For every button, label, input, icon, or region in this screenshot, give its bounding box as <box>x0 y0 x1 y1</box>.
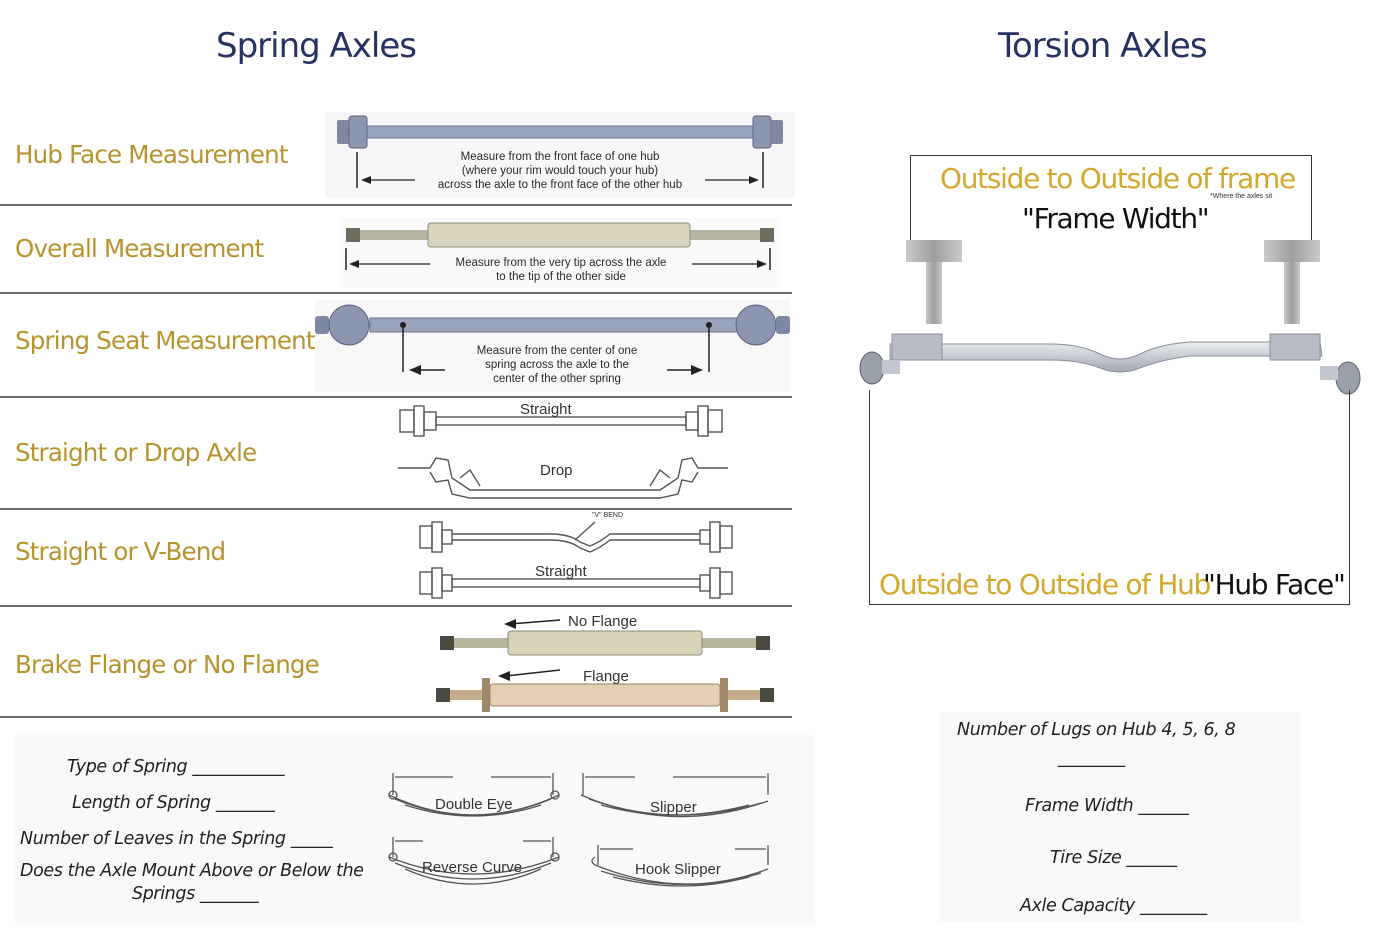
flange-figure <box>436 619 774 712</box>
spring-types-figure <box>388 773 769 887</box>
double-eye-label: Double Eye <box>435 796 513 813</box>
row-divider <box>0 605 792 607</box>
axle-capacity-field[interactable]: Axle Capacity ________ <box>1020 896 1207 916</box>
frame-width-gold-text: Outside to Outside of frame <box>940 162 1296 195</box>
spring-seat-note: Measure from the center of one spring ac… <box>462 344 652 386</box>
axle-mount-question: Does the Axle Mount Above or Below the <box>20 861 364 881</box>
hook-slipper-label: Hook Slipper <box>635 861 721 878</box>
straight-tag: Straight <box>520 401 572 418</box>
note-line: Measure from the front face of one hub <box>460 151 660 163</box>
frame-width-field[interactable]: Frame Width ______ <box>1025 796 1189 816</box>
length-of-spring-field[interactable]: Length of Spring _______ <box>72 793 275 813</box>
flange-tag: Flange <box>583 668 629 685</box>
hub-face-box <box>869 390 1350 605</box>
hub-face-box-edge <box>869 390 871 391</box>
hub-face-label: Hub Face Measurement <box>15 140 288 169</box>
note-line: Measure from the center of one <box>476 345 638 357</box>
brake-flange-label: Brake Flange or No Flange <box>15 650 320 679</box>
spring-axles-heading: Spring Axles <box>216 26 417 66</box>
note-line: across the axle to the front face of the… <box>437 179 683 191</box>
row-divider <box>0 204 792 206</box>
number-of-lugs-field[interactable]: Number of Lugs on Hub 4, 5, 6, 8 <box>957 720 1236 740</box>
spring-form-panel <box>15 735 815 925</box>
vbend-tag: "V" BEND <box>592 512 624 519</box>
tire-size-field[interactable]: Tire Size ______ <box>1050 848 1177 868</box>
note-line: Measure from the very tip across the axl… <box>455 257 667 269</box>
overall-label: Overall Measurement <box>15 234 264 263</box>
hub-face-note: Measure from the front face of one hub (… <box>415 150 705 192</box>
number-of-leaves-field[interactable]: Number of Leaves in the Spring _____ <box>20 829 333 849</box>
no-flange-tag: No Flange <box>568 613 638 630</box>
axle-mount-field[interactable]: Springs _______ <box>132 884 259 904</box>
hub-face-black-text: "Hub Face" <box>1203 568 1346 601</box>
hub-face-gold-text: Outside to Outside of Hub <box>879 568 1211 601</box>
frame-width-box <box>910 155 1312 242</box>
drop-tag: Drop <box>540 462 573 479</box>
reverse-curve-label: Reverse Curve <box>422 859 523 876</box>
straight-tag-2: Straight <box>535 563 587 580</box>
spring-seat-label: Spring Seat Measurement <box>15 326 315 355</box>
type-of-spring-field[interactable]: Type of Spring ___________ <box>67 757 285 777</box>
overall-note: Measure from the very tip across the axl… <box>430 256 692 284</box>
slipper-label: Slipper <box>650 799 697 816</box>
straight-drop-label: Straight or Drop Axle <box>15 438 257 467</box>
torsion-axles-heading: Torsion Axles <box>998 26 1208 66</box>
row-divider <box>0 508 792 510</box>
torsion-form-panel <box>940 712 1300 922</box>
spring-seat-axle-figure <box>315 300 790 392</box>
note-line: (where your rim would touch your hub) <box>461 165 659 177</box>
note-line: to the tip of the other side <box>496 271 626 283</box>
straight-drop-figure <box>398 405 728 499</box>
row-divider <box>0 396 792 398</box>
note-line: center of the other spring <box>493 373 621 385</box>
straight-vbend-figure <box>419 521 733 599</box>
overall-axle-figure <box>340 218 780 288</box>
frame-width-black-text: "Frame Width" <box>1022 202 1210 235</box>
note-line: spring across the axle to the <box>485 359 629 371</box>
straight-vbend-label: Straight or V-Bend <box>15 537 226 566</box>
row-divider <box>0 716 792 718</box>
frame-note: *Where the axles sit <box>1210 193 1273 200</box>
torsion-axle-figure <box>859 240 1361 395</box>
row-divider <box>0 292 792 294</box>
number-of-lugs-blank[interactable]: ________ <box>1058 748 1125 768</box>
